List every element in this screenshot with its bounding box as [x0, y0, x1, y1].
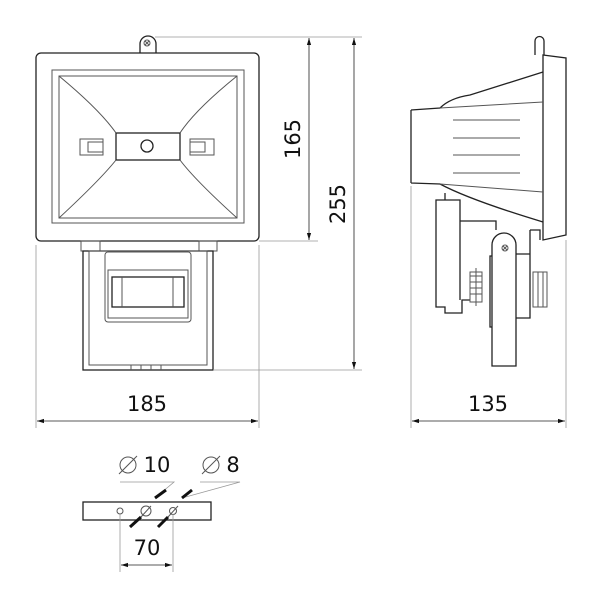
dimension-255: 255 — [326, 183, 350, 225]
dimension-hole-10: 10 — [143, 453, 171, 477]
dimension-135: 135 — [467, 392, 509, 416]
dimension-185: 185 — [126, 392, 168, 416]
side-view — [410, 35, 567, 428]
front-view — [35, 35, 260, 371]
front-dimensions — [35, 36, 362, 428]
diameter-icon — [201, 455, 221, 475]
diameter-icon — [118, 455, 138, 475]
dimension-165: 165 — [281, 118, 305, 160]
dimension-hole-8: 8 — [226, 453, 240, 477]
dimension-70: 70 — [133, 536, 161, 560]
mounting-plate — [82, 455, 241, 572]
